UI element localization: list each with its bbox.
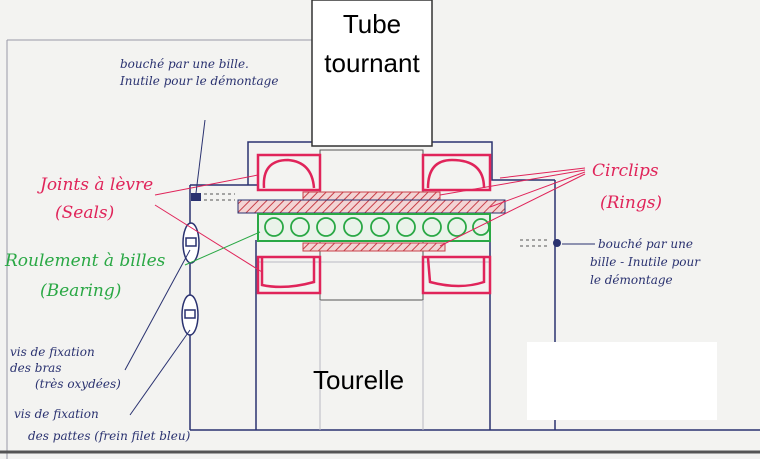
- circlips-label-line2: (Rings): [600, 193, 662, 213]
- ball-bearing: [257, 213, 491, 242]
- top-note-line1: bouché par une bille.: [120, 57, 249, 71]
- turret-label: Tourelle: [313, 365, 404, 395]
- lip-seals: [256, 153, 492, 295]
- seals-label-line2: (Seals): [55, 203, 114, 223]
- top-note-line2: Inutile pour le démontage: [119, 74, 278, 88]
- blank-patch: [527, 342, 717, 420]
- arm-screws-line3: (très oxydées): [35, 377, 121, 391]
- arm-screw-icon: [182, 222, 200, 264]
- construction-lines: [258, 261, 490, 430]
- right-note-line3: le démontage: [590, 273, 673, 287]
- arm-screws-line2: des bras: [10, 361, 62, 375]
- tube-label-line1: Tube: [343, 9, 401, 39]
- shaft: [237, 199, 506, 214]
- plug-ball-right-icon: [520, 239, 561, 247]
- right-note-line1: bouché par une: [598, 237, 693, 251]
- leader-lines: [124, 119, 595, 416]
- circlips-label-line1: Circlips: [592, 161, 659, 181]
- circlip-upper: [302, 191, 441, 201]
- right-note-line2: bille - Inutile pour: [590, 255, 701, 269]
- circlip-lower: [302, 242, 446, 252]
- arm-screws-line1: vis de fixation: [10, 345, 95, 359]
- bearing-label-line2: (Bearing): [40, 281, 121, 301]
- leg-screw-icon: [181, 294, 199, 336]
- seals-label-line1: Joints à lèvre: [37, 175, 153, 195]
- tube-label-line2: tournant: [324, 48, 420, 78]
- leg-screws-line2: des pattes (frein filet bleu): [28, 429, 191, 443]
- leg-screws-line1: vis de fixation: [14, 407, 99, 421]
- rotating-tube: [311, 0, 433, 147]
- paper-frame: [0, 39, 760, 459]
- bearing-label-line1: Roulement à billes: [4, 251, 166, 271]
- plug-ball-left-icon: [191, 193, 235, 201]
